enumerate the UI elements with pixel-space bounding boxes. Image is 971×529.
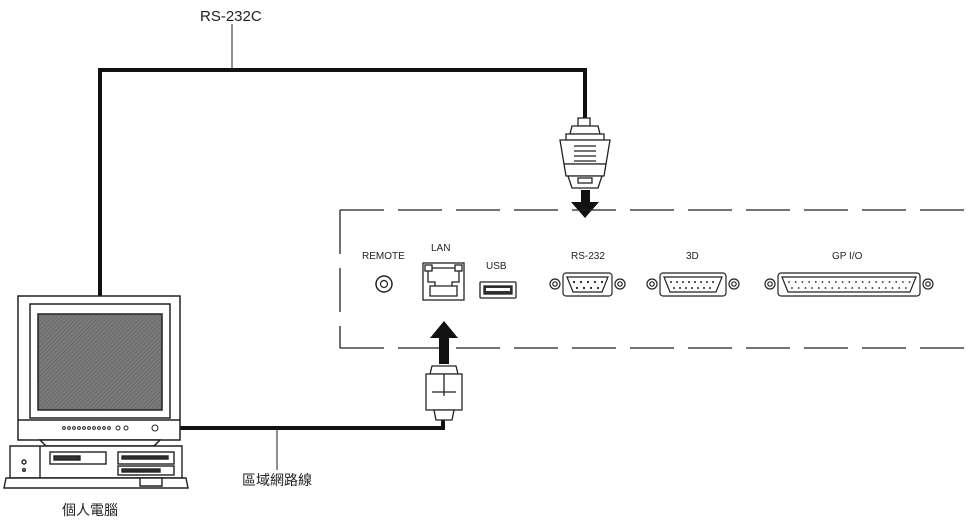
gpio-port-icon xyxy=(764,272,934,297)
usb-port-icon xyxy=(479,281,517,299)
lan-cable-label: 區域網路線 xyxy=(242,473,312,489)
lan-port-icon xyxy=(422,262,465,301)
computer-case-icon xyxy=(3,445,189,489)
serial-plug-icon xyxy=(559,117,611,189)
usb-port-label: USB xyxy=(486,261,507,272)
projector-panel-outline xyxy=(339,209,971,349)
lan-cable xyxy=(180,408,445,430)
3d-port-icon xyxy=(646,272,740,297)
lan-plug-icon xyxy=(425,365,463,421)
3d-port-label: 3D xyxy=(686,251,699,262)
lan-port-label: LAN xyxy=(431,243,451,254)
remote-port-label: REMOTE xyxy=(362,251,405,262)
rs232-port-icon xyxy=(549,272,626,297)
rs232c-cable xyxy=(98,68,587,296)
computer-label: 個人電腦 xyxy=(62,503,118,519)
gpio-port-label: GP I/O xyxy=(832,251,863,262)
rs232-port-label: RS-232 xyxy=(571,251,605,262)
serial-arrow-icon xyxy=(571,190,599,218)
rs232c-cable-label: RS-232C xyxy=(200,8,262,25)
lan-arrow-icon xyxy=(430,321,458,364)
remote-port-icon xyxy=(375,275,393,293)
computer-monitor-icon xyxy=(17,295,181,447)
